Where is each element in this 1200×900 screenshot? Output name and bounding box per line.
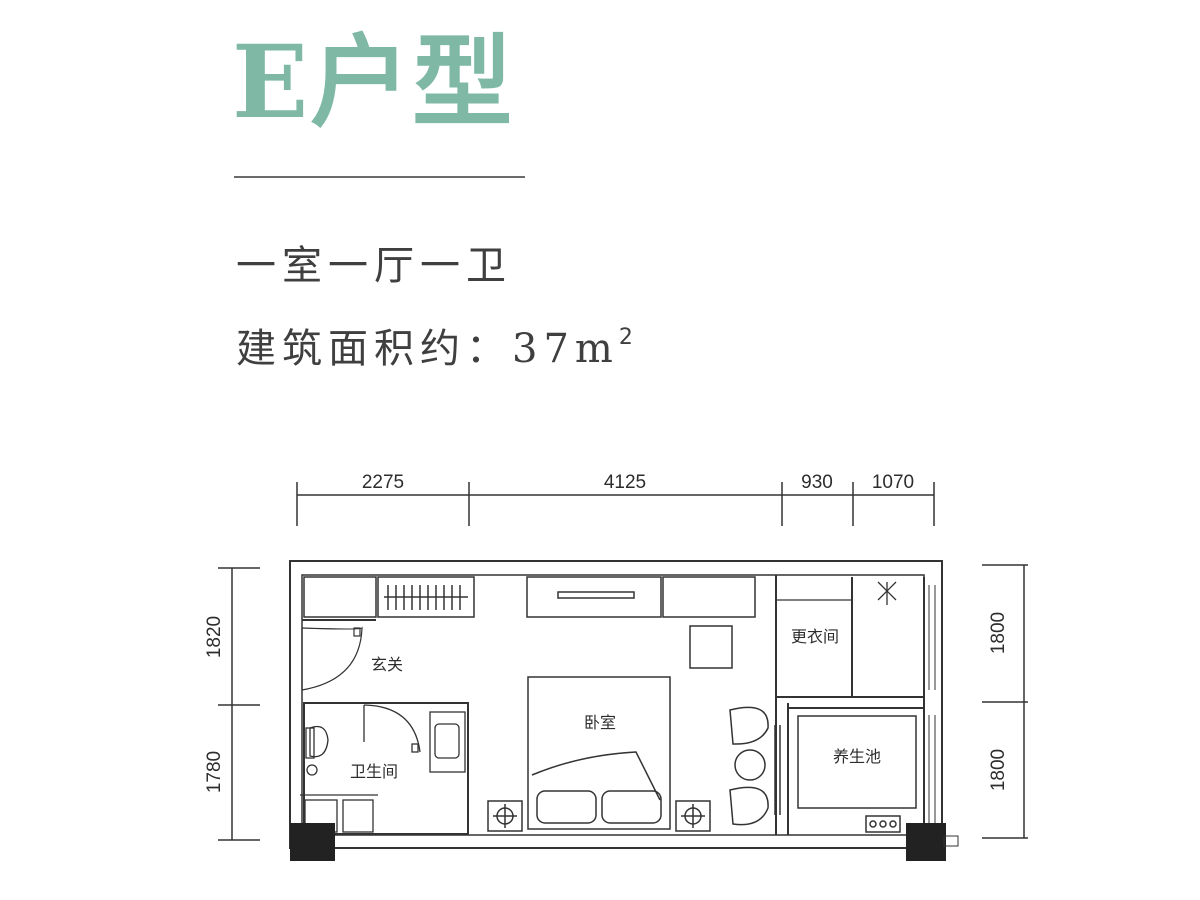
bed (527, 676, 671, 830)
shower-head-icon (877, 581, 897, 601)
door-stop (411, 743, 419, 753)
floor-area-unit-sup: 2 (618, 325, 633, 350)
bathroom-door-swing (363, 704, 421, 753)
layout-type: 一室一厅一卫 (236, 243, 512, 289)
dim-right-2: 1800 (988, 749, 1009, 791)
floor-area-label: 建筑面积约： (236, 326, 512, 372)
spa-pool (797, 715, 917, 809)
room-label-bathroom: 卫生间 (350, 762, 398, 781)
nightstand (675, 800, 711, 832)
tv (557, 591, 635, 599)
round-table (734, 749, 766, 781)
bathroom-wall (303, 702, 469, 835)
wall-cabinet (662, 576, 756, 618)
tv-cabinet (526, 576, 662, 618)
toilet-tank (305, 727, 315, 759)
pillow (536, 790, 597, 824)
stove-burner (869, 820, 877, 828)
radiator-cabinet (377, 576, 475, 618)
cabinet (342, 799, 374, 833)
page-title: E户型 (232, 23, 515, 141)
title-divider (234, 176, 525, 178)
dim-top-4: 1070 (872, 472, 914, 493)
dim-left-2: 1780 (204, 751, 225, 793)
room-label-spa: 养生池 (833, 747, 881, 766)
vanity (429, 711, 466, 773)
bed-blanket-fold (531, 751, 661, 801)
stove-burner (889, 820, 897, 828)
floor-drain (306, 764, 318, 776)
dim-left-1: 1820 (204, 616, 225, 658)
vent-pipe (943, 835, 959, 847)
room-label-dressing: 更衣间 (791, 627, 839, 646)
shoe-cabinet (303, 576, 377, 618)
nightstand (487, 800, 523, 832)
dim-top-1: 2275 (362, 472, 404, 493)
dim-right-1: 1800 (988, 612, 1009, 654)
pillow (601, 790, 662, 824)
structural-column (906, 823, 946, 861)
entry-door-swing (301, 626, 363, 691)
sink-icon (434, 723, 460, 759)
room-label-entrance: 玄关 (371, 655, 403, 674)
side-table (689, 625, 733, 669)
door-stop (353, 627, 361, 637)
floor-area-value: 37m (512, 326, 619, 372)
stove (865, 815, 901, 833)
chair (729, 786, 769, 826)
dim-top-2: 4125 (604, 472, 646, 493)
floor-area: 建筑面积约：37m2 (236, 312, 633, 375)
structural-column (290, 823, 335, 861)
dim-top-3: 930 (801, 472, 833, 493)
toilet-icon (309, 725, 329, 758)
stove-burner (879, 820, 887, 828)
outer-wall (289, 560, 943, 849)
room-label-bedroom: 卧室 (584, 713, 616, 732)
chair (729, 706, 769, 745)
inner-wall (301, 574, 925, 836)
